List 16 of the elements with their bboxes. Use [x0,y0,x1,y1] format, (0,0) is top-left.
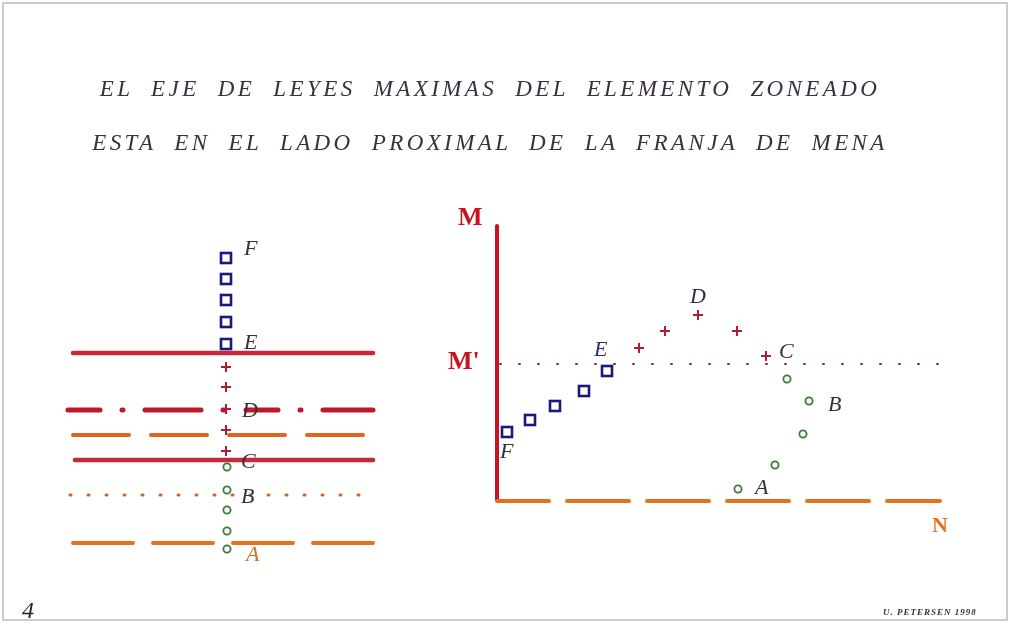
point-label: A [246,543,260,565]
point-label: C [779,340,794,362]
figure-number: 4 [22,598,34,622]
point-label: B [241,485,255,507]
point-label: B [828,393,842,415]
point-label: D [690,285,706,307]
axis-label: N [932,514,948,536]
point-label: E [244,331,258,353]
point-label: E [594,338,608,360]
axis-label: M [458,204,483,230]
point-label: A [755,476,769,498]
axis-label: M' [448,348,480,374]
author-credit: U. PETERSEN 1998 [883,608,977,617]
title: EL EJE DE LEYES MAXIMAS DEL ELEMENTO ZONEADO ESTA EN EL LADO PROXIMAL DE LA FRANJA DE MENA [91,75,889,157]
point-label: F [500,440,514,462]
point-label: F [244,237,258,259]
